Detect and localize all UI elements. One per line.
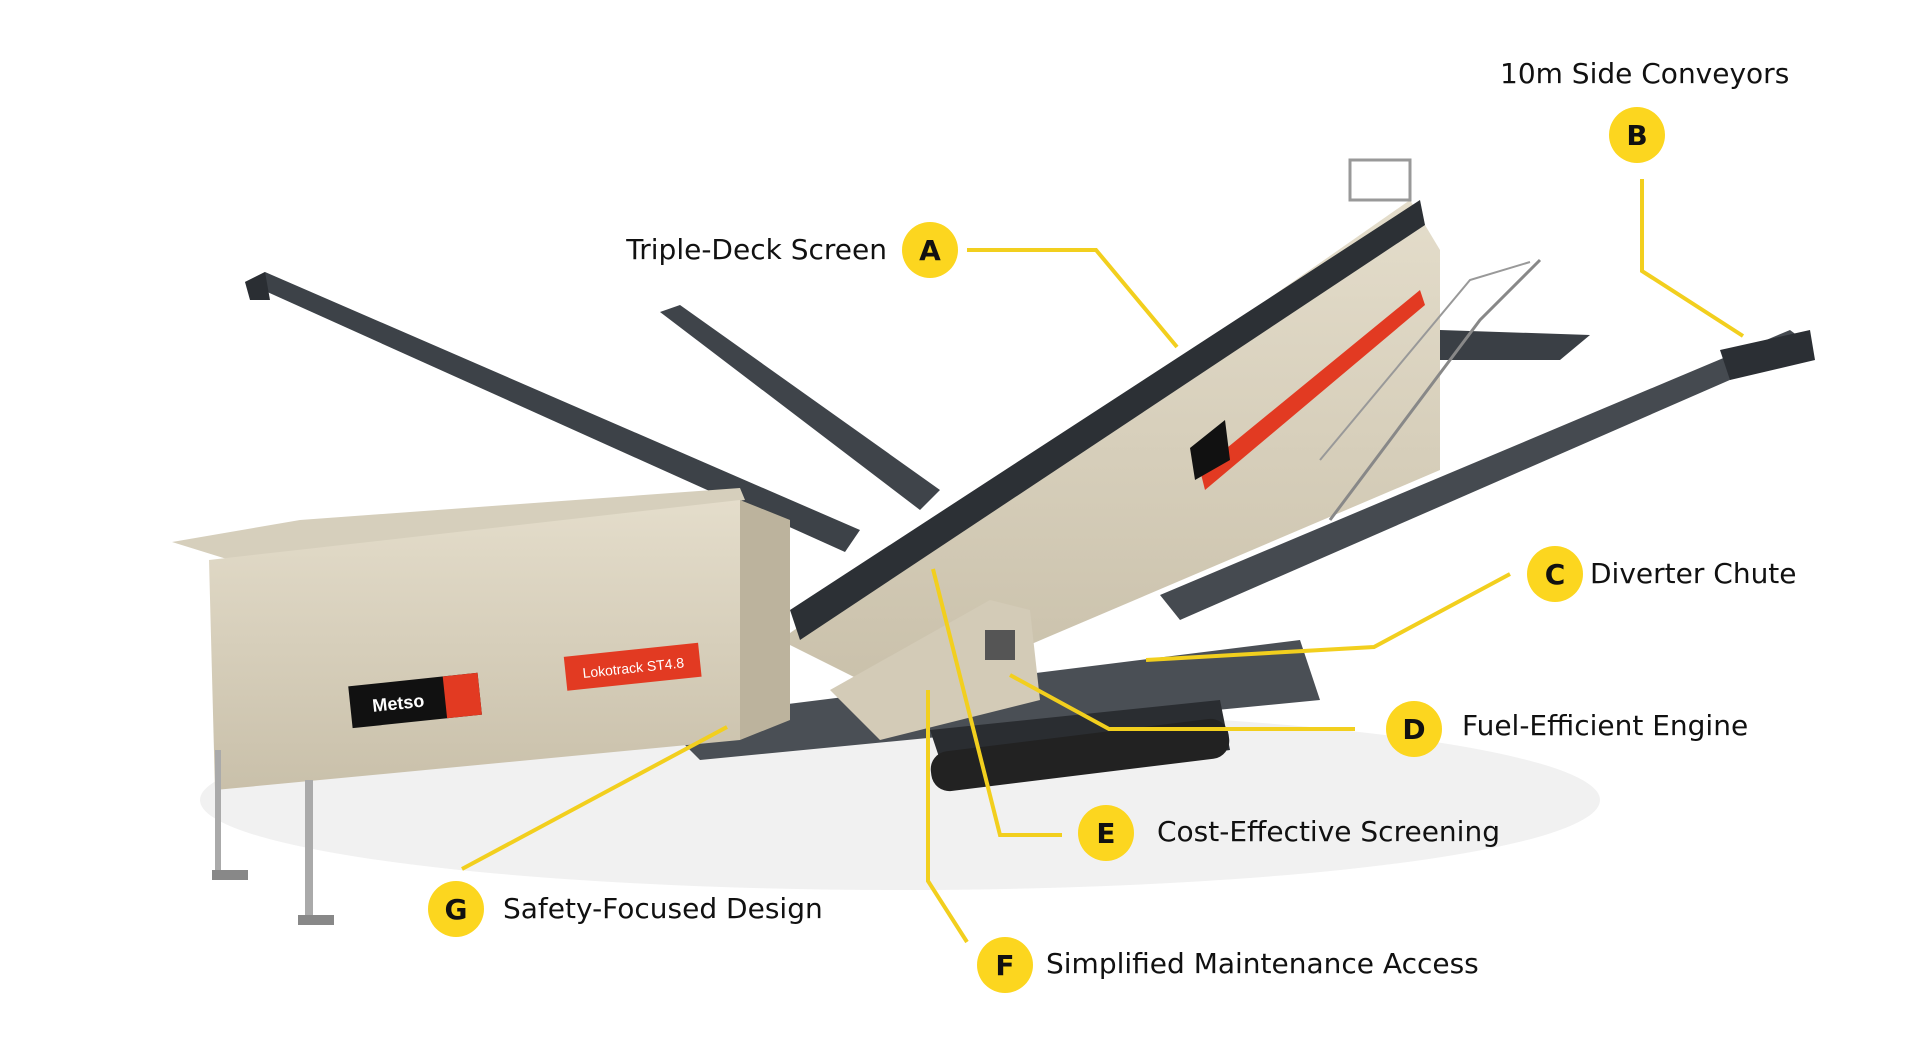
callout-a-label: Triple-Deck Screen <box>626 233 887 266</box>
callout-f-badge: F <box>977 937 1033 993</box>
callout-g-badge: G <box>428 881 484 937</box>
access-walkway <box>1319 258 1542 521</box>
feed-hopper: Metso Lokotrack ST4.8 <box>172 488 790 925</box>
callout-b-label: 10m Side Conveyors <box>1500 57 1790 90</box>
metso-logo-plate: Metso <box>348 672 482 729</box>
leader-line-b <box>1640 179 1745 338</box>
crawler-track <box>930 718 1230 792</box>
callout-f-label: Simplified Maintenance Access <box>1046 947 1479 980</box>
leader-lines <box>461 179 1745 944</box>
callout-c-label: Diverter Chute <box>1590 557 1797 590</box>
rear-conveyor <box>1400 330 1590 360</box>
leader-line-c <box>1145 572 1511 662</box>
model-plate: Lokotrack ST4.8 <box>563 642 702 691</box>
callout-g-label: Safety-Focused Design <box>503 892 823 925</box>
leader-line-a <box>967 248 1179 349</box>
callout-e-badge: E <box>1078 805 1134 861</box>
callout-d-badge: D <box>1386 701 1442 757</box>
leader-line-e <box>931 568 1062 837</box>
right-side-conveyor <box>1160 330 1815 620</box>
callout-b-badge: B <box>1609 107 1665 163</box>
leader-line-d <box>1009 673 1355 731</box>
callout-d-label: Fuel-Efficient Engine <box>1462 709 1749 742</box>
callout-c-badge: C <box>1527 546 1583 602</box>
chassis <box>660 600 1320 792</box>
triple-deck-screen-body <box>780 158 1542 700</box>
leader-line-f <box>926 690 969 944</box>
callout-a-badge: A <box>902 222 958 278</box>
middle-conveyor <box>660 305 940 510</box>
callout-e-label: Cost-Effective Screening <box>1157 815 1500 848</box>
leader-line-g <box>461 725 728 871</box>
left-side-conveyor <box>245 272 860 552</box>
